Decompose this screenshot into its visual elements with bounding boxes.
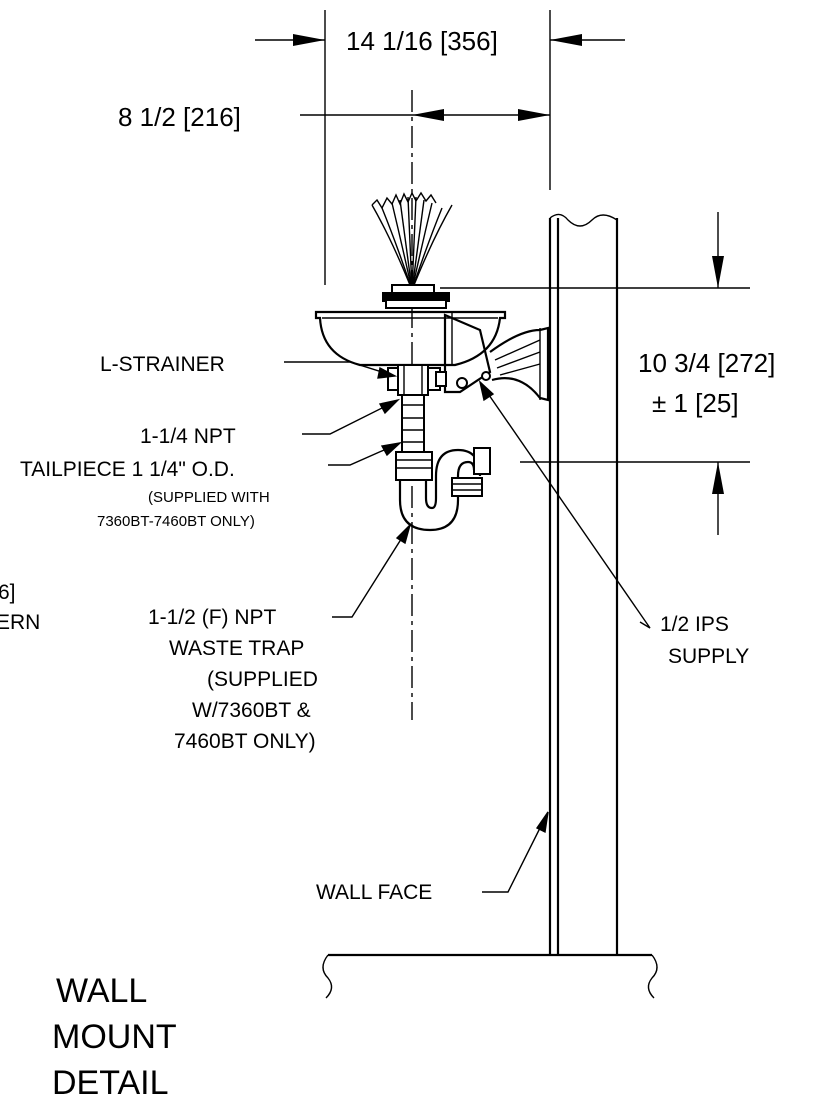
floor	[322, 953, 658, 999]
cut-off-label-2: ERN	[0, 611, 40, 634]
height-tolerance-label: ± 1 [25]	[652, 388, 739, 418]
centerline-offset-dimension: 8 1/2 [216]	[118, 102, 550, 132]
callout-tailpiece-note-1: (SUPPLIED WITH	[148, 489, 270, 506]
callout-npt-1-1-4: 1-1/4 NPT	[140, 425, 236, 448]
l-strainer	[387, 364, 447, 396]
title-line-1: WALL	[56, 972, 147, 1010]
eyewash-spray-stream	[371, 191, 453, 291]
height-dimension: 10 3/4 [272] ± 1 [25]	[440, 212, 775, 535]
callout-trap-line-1: 1-1/2 (F) NPT	[148, 606, 277, 629]
overall-width-dimension: 14 1/16 [356]	[255, 10, 625, 285]
title-line-2: MOUNT	[52, 1018, 177, 1056]
callout-tailpiece-note-2: 7360BT-7460BT ONLY)	[97, 513, 255, 530]
cut-off-label-1: 6]	[0, 581, 16, 604]
callout-supply-line-2: SUPPLY	[668, 645, 749, 668]
callout-l-strainer: L-STRAINER	[100, 353, 225, 376]
callout-supply-line-1: 1/2 IPS	[660, 613, 729, 636]
height-label: 10 3/4 [272]	[638, 348, 775, 378]
wall	[548, 213, 619, 955]
callout-trap-line-2: WASTE TRAP	[169, 637, 304, 660]
callout-wall-face: WALL FACE	[316, 881, 432, 904]
title-line-3: DETAIL	[52, 1064, 169, 1102]
bowl	[314, 310, 507, 367]
overall-width-label: 14 1/16 [356]	[346, 26, 498, 56]
callout-leaders	[284, 361, 651, 893]
callout-trap-line-5: 7460BT ONLY)	[174, 730, 316, 753]
callout-trap-line-3: (SUPPLIED	[207, 668, 318, 691]
waste-trap	[395, 447, 491, 532]
callout-trap-line-4: W/7360BT &	[192, 699, 311, 722]
centerline-offset-label: 8 1/2 [216]	[118, 102, 241, 132]
callout-tailpiece: TAILPIECE 1 1/4" O.D.	[20, 458, 235, 481]
spray-head	[382, 284, 450, 309]
wall-bracket	[443, 313, 550, 402]
tailpiece	[401, 394, 425, 458]
